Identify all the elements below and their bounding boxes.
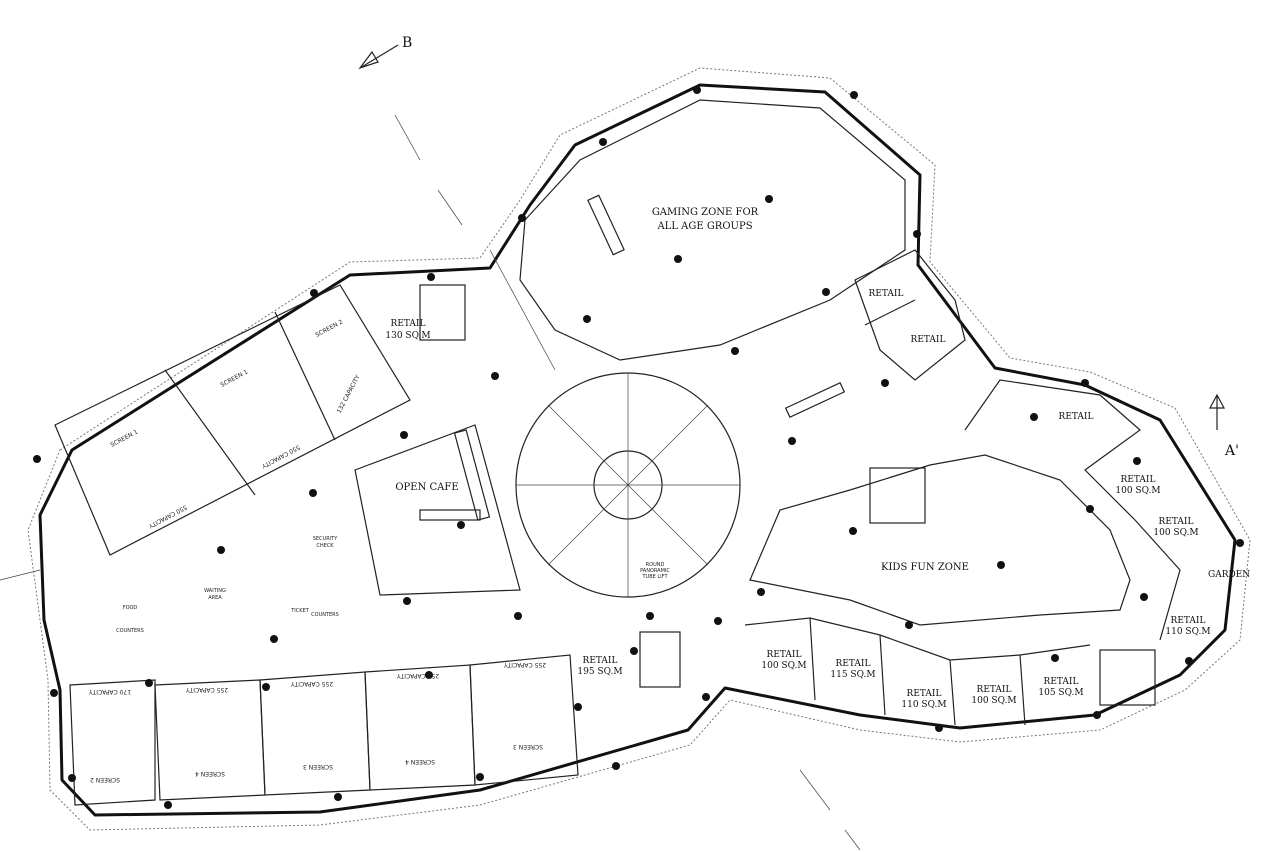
retail-area: 110 SQ.M [1165, 627, 1210, 637]
retail-name: RETAIL [767, 650, 802, 660]
retail-south-partitions [744, 617, 1091, 726]
cinema-south [69, 654, 579, 806]
building-outline [38, 83, 1237, 817]
columns [33, 86, 1244, 809]
retail-area: 130 SQ.M [385, 331, 430, 341]
retail-name: RETAIL [1044, 677, 1079, 687]
retail-area: 115 SQ.M [830, 670, 875, 680]
gaming-zone-label-2: ALL AGE GROUPS [656, 221, 752, 232]
screen-capacity: 255 CAPACITY [186, 686, 229, 693]
ticket-counters-label-1: TICKET [290, 608, 309, 614]
waiting-area-label-2: AREA [208, 595, 222, 601]
screen-capacity: 550 CAPACITY [260, 443, 301, 469]
retail-name: RETAIL [1121, 475, 1156, 485]
panoramic-lift-label-1: ROUND [646, 562, 665, 568]
retail-name: RETAIL [391, 319, 426, 329]
retail-area: 100 SQ.M [1115, 486, 1160, 496]
screen-name: SCREEN 1 [109, 428, 139, 448]
food-counters-label-2: COUNTERS [116, 628, 144, 634]
security-check-label-1: SECURITY [313, 536, 338, 542]
retail-name: RETAIL [977, 685, 1012, 695]
retail-area: 110 SQ.M [901, 700, 946, 710]
screen-capacity: 255 CAPACITY [397, 672, 440, 679]
gaming-zone-boundary [519, 99, 906, 361]
garden-label: GARDEN [1208, 570, 1250, 580]
screen-name: SCREEN 2 [314, 318, 344, 338]
screen-name: SCREEN 4 [405, 758, 435, 765]
security-check-label-2: CHECK [316, 543, 334, 549]
retail-ne-partitions [854, 249, 966, 381]
screen-capacity: 170 CAPACITY [89, 688, 132, 695]
kids-fun-zone-label: KIDS FUN ZONE [881, 562, 969, 573]
retail-name: RETAIL [836, 659, 871, 669]
retail-name: RETAIL [1159, 517, 1194, 527]
screen-name: SCREEN 3 [303, 763, 333, 770]
screen-labels: SCREEN 1 550 CAPACITY SCREEN 1 550 CAPAC… [89, 318, 547, 783]
open-cafe-label: OPEN CAFE [395, 482, 458, 493]
retail-labels: RETAIL 130 SQ.M RETAIL RETAIL RETAIL RET… [385, 289, 1210, 710]
screen-capacity: 132 CAPACITY [336, 374, 362, 415]
screen-capacity: 255 CAPACITY [291, 680, 334, 687]
retail-area: 195 SQ.M [577, 667, 622, 677]
screen-capacity: 255 CAPACITY [504, 661, 547, 668]
screen-name: SCREEN 2 [90, 776, 120, 783]
retail-area: 105 SQ.M [1038, 688, 1083, 698]
north-arrow-a: A' [1208, 393, 1239, 459]
screen-name: SCREEN 4 [195, 770, 225, 777]
north-arrow-b-label: B [402, 35, 412, 51]
waiting-area-label-1: WAITING [204, 588, 226, 594]
circulation-lines [0, 114, 861, 851]
screen-name: SCREEN 1 [219, 368, 249, 388]
screen-name: SCREEN 3 [513, 743, 543, 750]
north-arrow-a-label: A' [1224, 443, 1239, 459]
retail-name: RETAIL [869, 289, 904, 299]
retail-name: RETAIL [1171, 616, 1206, 626]
retail-area: 100 SQ.M [761, 661, 806, 671]
landscape-edge [27, 67, 1251, 831]
food-counters-label-1: FOOD [123, 605, 138, 611]
retail-area: 100 SQ.M [971, 696, 1016, 706]
kids-zone-boundary [749, 454, 1131, 626]
retail-name: RETAIL [1059, 412, 1094, 422]
open-cafe-outline [354, 424, 521, 596]
retail-east-partitions [964, 379, 1181, 641]
panoramic-lift-label-2: PANORAMIC [640, 568, 670, 574]
escalators [419, 194, 846, 521]
north-arrow-b: B [358, 35, 412, 70]
gaming-zone-label-1: GAMING ZONE FOR [652, 207, 759, 218]
retail-name: RETAIL [907, 689, 942, 699]
central-atrium [515, 372, 741, 598]
panoramic-lift-label-3: TUBE LIFT [642, 574, 669, 580]
ticket-counters-label-2: COUNTERS [311, 612, 339, 618]
retail-name: RETAIL [583, 656, 618, 666]
cinema-north [54, 284, 411, 556]
retail-area: 100 SQ.M [1153, 528, 1198, 538]
staircases [419, 284, 1156, 706]
retail-name: RETAIL [911, 335, 946, 345]
